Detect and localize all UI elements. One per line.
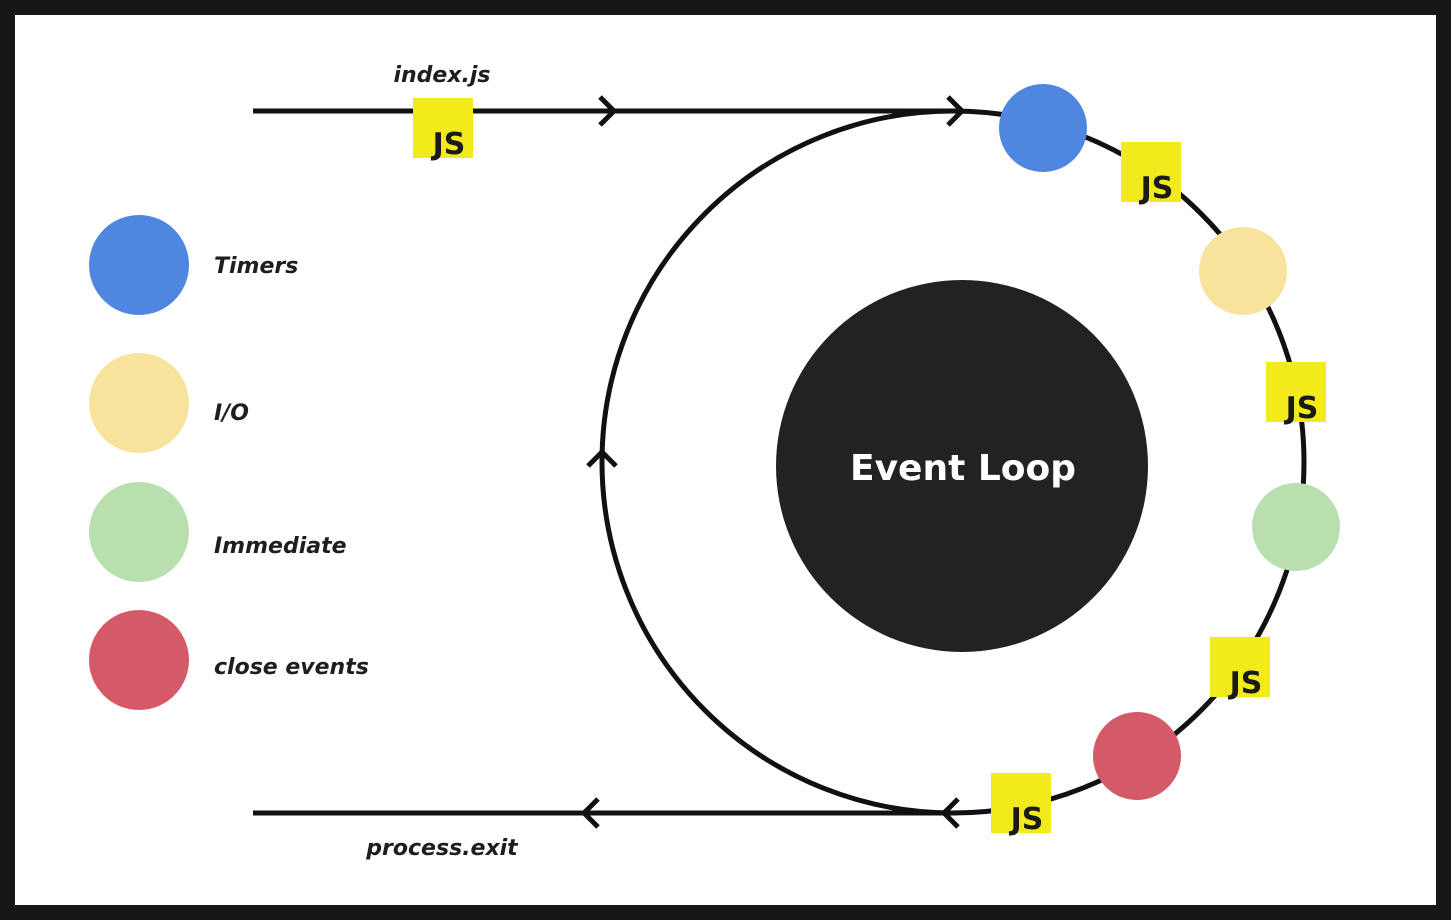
svg-text:JS: JS — [1009, 802, 1044, 837]
diagram-canvas — [15, 15, 1436, 905]
js-badge-1: JS — [1121, 142, 1181, 206]
js-badge-4: JS — [991, 773, 1051, 837]
input-label: index.js — [393, 63, 490, 88]
phase-timers-dot — [999, 84, 1087, 172]
js-badge-3: JS — [1210, 637, 1270, 701]
input-arrow-1 — [598, 95, 617, 127]
exit-label: process.exit — [365, 836, 519, 861]
phase-close-dot — [1093, 712, 1181, 800]
exit-arrow-1 — [581, 797, 600, 829]
svg-text:JS: JS — [1284, 391, 1319, 426]
legend-immediate-label: Immediate — [214, 534, 347, 559]
event-loop-label: Event Loop — [850, 448, 1076, 489]
phase-io-dot — [1199, 227, 1287, 315]
legend: Timers I/O Immediate close events — [89, 215, 369, 710]
legend-io-label: I/O — [214, 401, 249, 426]
legend-io-swatch — [89, 353, 189, 453]
svg-text:JS: JS — [1228, 666, 1263, 701]
svg-text:JS: JS — [431, 127, 466, 162]
loop-arrow-up — [586, 449, 618, 468]
legend-timers-swatch — [89, 215, 189, 315]
legend-close-label: close events — [214, 655, 369, 680]
phase-immediate-dot — [1252, 483, 1340, 571]
legend-immediate-swatch — [89, 482, 189, 582]
legend-timers-label: Timers — [214, 254, 298, 279]
svg-text:JS: JS — [1139, 171, 1174, 206]
js-badge-2: JS — [1266, 362, 1326, 426]
event-loop-core — [776, 280, 1148, 652]
js-badge-index: JS — [413, 98, 473, 162]
legend-close-swatch — [89, 610, 189, 710]
loop-ring — [599, 108, 1307, 816]
